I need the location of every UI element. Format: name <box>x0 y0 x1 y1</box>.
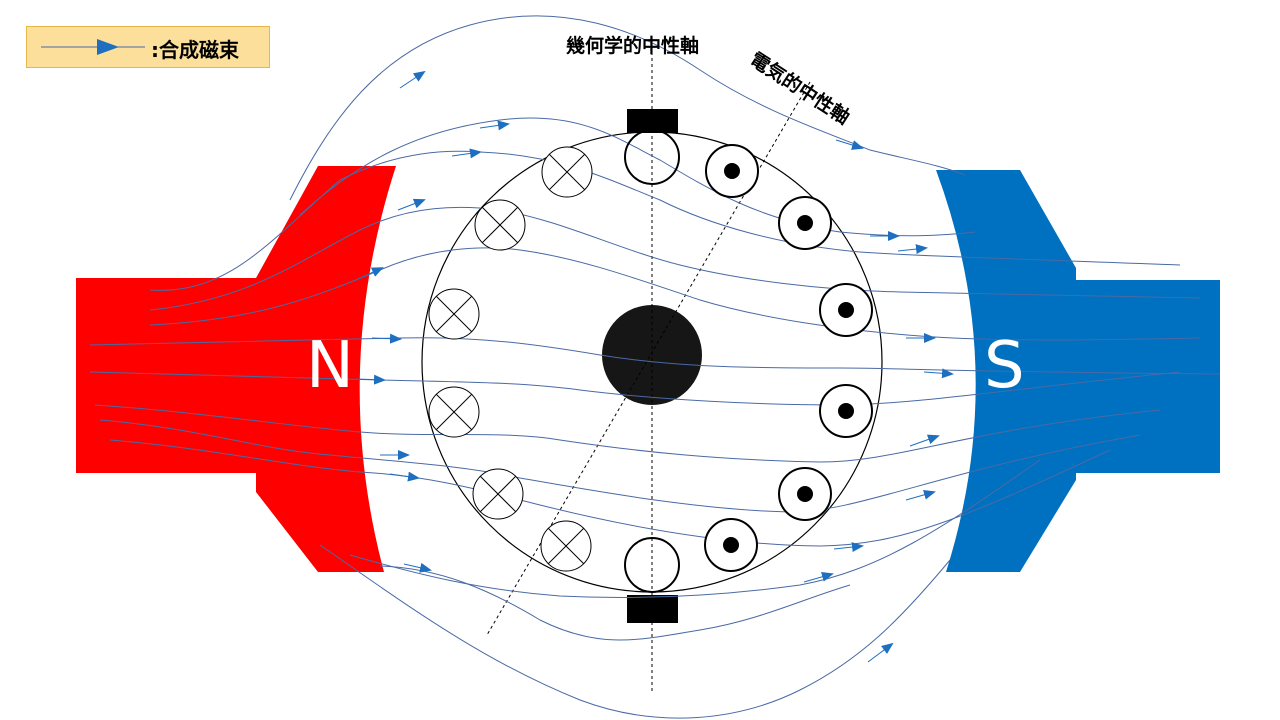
conductors-out-of-page <box>704 144 873 572</box>
conductor-empty-icon <box>624 129 680 185</box>
conductor-dot-icon <box>778 467 832 521</box>
legend: :合成磁束 <box>26 26 270 68</box>
flux-line <box>379 565 851 641</box>
flux-arrow-icon <box>41 39 145 55</box>
flux-line <box>149 206 1201 311</box>
conductor-dot-icon <box>705 144 759 198</box>
flux-arrow-icon <box>355 374 386 385</box>
flux-arrow-icon <box>397 198 426 211</box>
flux-line <box>94 404 1161 463</box>
conductor-cross-icon <box>472 468 524 520</box>
north-pole <box>76 166 396 572</box>
conductor-dot-icon <box>778 196 832 250</box>
flux-arrow-icon <box>909 434 940 447</box>
flux-line <box>149 247 1201 341</box>
south-pole-label: S <box>984 329 1025 403</box>
flux-arrow-icon <box>835 139 864 150</box>
flux-line <box>349 459 1041 599</box>
flux-line <box>319 544 951 719</box>
flux-arrow-icon <box>905 489 936 501</box>
flux-line <box>149 150 1181 291</box>
flux-arrow-icon <box>867 642 894 663</box>
legend-label: :合成磁束 <box>151 38 239 62</box>
north-pole-label: N <box>306 329 354 403</box>
flux-arrow-icon <box>355 267 384 281</box>
conductor-cross-icon <box>428 288 480 340</box>
conductor-dot-icon <box>704 518 758 572</box>
flux-arrow-icon <box>833 542 864 553</box>
flux-arrow-icon <box>399 70 426 89</box>
flux-arrow-icon <box>897 244 928 255</box>
flux-line <box>299 117 976 237</box>
conductor-cross-icon <box>541 146 593 198</box>
south-pole <box>936 170 1220 572</box>
electrical-neutral-axis <box>486 81 811 636</box>
flux-arrow-icon <box>923 368 954 379</box>
conductor-dot-icon <box>819 384 873 438</box>
flux-arrow-icon <box>479 120 510 131</box>
flux-arrow-icon <box>371 333 402 344</box>
conductors-neutral <box>624 129 680 593</box>
conductor-cross-icon <box>474 199 526 251</box>
conductor-empty-icon <box>624 537 680 593</box>
conductors-into-page <box>428 146 593 572</box>
flux-line <box>89 337 1221 375</box>
geometric-neutral-axis-label: 幾何学的中性軸 <box>566 35 700 57</box>
flux-arrow-icon <box>451 148 482 159</box>
conductor-cross-icon <box>428 386 480 438</box>
conductor-cross-icon <box>540 520 592 572</box>
flux-arrow-icon <box>403 562 432 573</box>
flux-line <box>289 15 966 201</box>
flux-line <box>99 419 1141 513</box>
flux-lines <box>89 15 1221 719</box>
conductor-dot-icon <box>819 283 873 337</box>
flux-line <box>89 371 1181 406</box>
flux-arrow-icon <box>803 571 834 583</box>
flux-line <box>109 439 1111 547</box>
flux-arrow-icon <box>389 471 420 482</box>
flux-arrows <box>355 70 954 663</box>
